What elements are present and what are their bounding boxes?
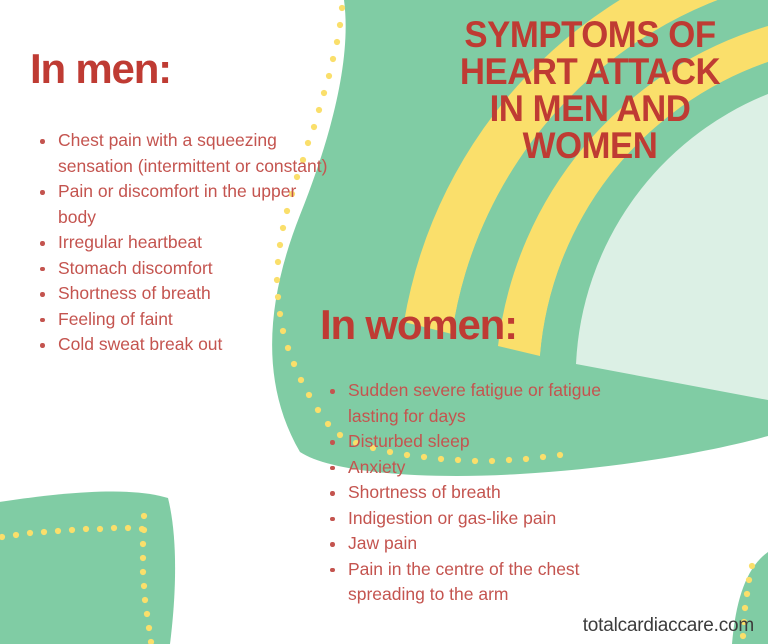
list-item: Shortness of breath xyxy=(36,281,336,307)
website-url: totalcardiaccare.com xyxy=(582,615,754,636)
bottom-left-green-panel xyxy=(0,491,176,644)
list-item: Feeling of faint xyxy=(36,307,336,333)
list-item: Irregular heartbeat xyxy=(36,230,336,256)
title-line-4: WOMEN xyxy=(522,125,658,166)
list-item: Shortness of breath xyxy=(326,480,636,506)
page-title: SYMPTOMS OF HEART ATTACK IN MEN AND WOME… xyxy=(420,16,760,164)
list-item: Jaw pain xyxy=(326,531,636,557)
list-item: Indigestion or gas-like pain xyxy=(326,506,636,532)
women-section-heading: In women: xyxy=(320,301,518,348)
men-section-heading: In men: xyxy=(30,45,172,92)
list-item: Pain or discomfort in the upper body xyxy=(36,179,336,230)
list-item: Pain in the centre of the chest spreadin… xyxy=(326,557,636,608)
title-line-2: HEART ATTACK xyxy=(459,51,721,92)
list-item: Cold sweat break out xyxy=(36,332,336,358)
dotted-accent-bottom-left xyxy=(0,512,155,644)
women-symptom-list: Sudden severe fatigue or fatigue lasting… xyxy=(326,378,636,608)
title-line-1: SYMPTOMS OF xyxy=(464,14,716,55)
list-item: Anxiety xyxy=(326,455,636,481)
title-line-3: IN MEN AND xyxy=(489,88,691,129)
men-symptom-list: Chest pain with a squeezing sensation (i… xyxy=(36,128,336,358)
list-item: Chest pain with a squeezing sensation (i… xyxy=(36,128,336,179)
list-item: Disturbed sleep xyxy=(326,429,636,455)
list-item: Stomach discomfort xyxy=(36,256,336,282)
list-item: Sudden severe fatigue or fatigue lasting… xyxy=(326,378,636,429)
